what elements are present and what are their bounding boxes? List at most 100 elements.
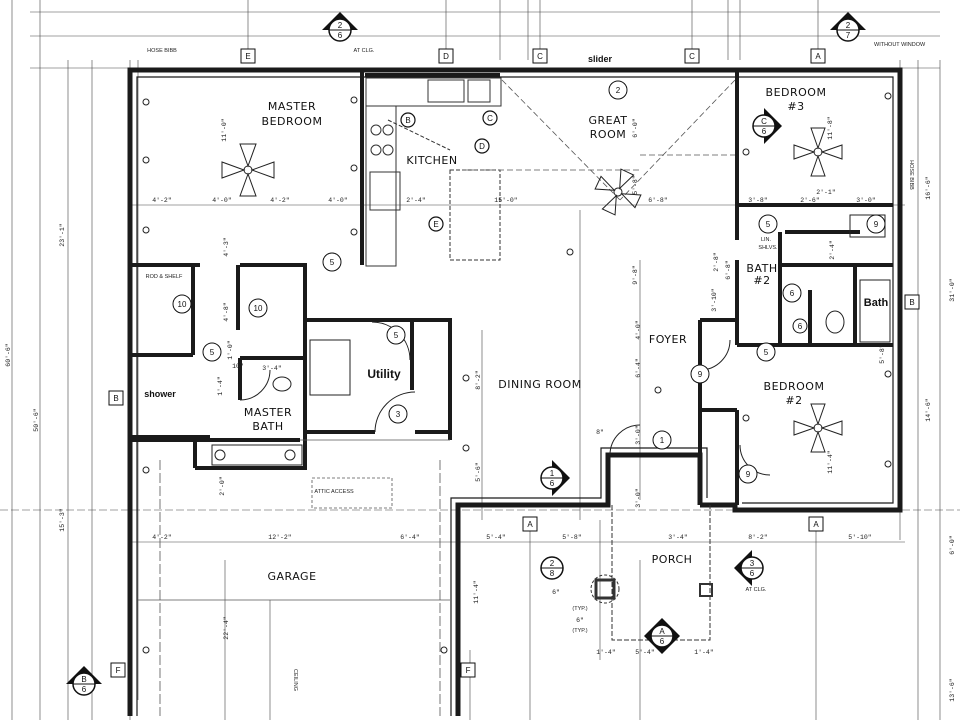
dimension-label: 4'-2" [152, 534, 172, 541]
dimension-label: 4'-0" [328, 197, 348, 204]
section-marker-top: 1 [550, 469, 555, 478]
outlet-markers [142, 92, 892, 654]
section-marker: B 6 [66, 666, 102, 696]
dimension-label: 23'-1" [59, 223, 66, 247]
room-label-garage: GARAGE [267, 570, 316, 583]
dimension-label: 5'-8" [879, 344, 886, 364]
dimension-label: 11'-4" [473, 580, 480, 604]
dimension-label: 10" [232, 363, 244, 370]
grid-label: F [116, 666, 121, 675]
dimension-label: 15'-0" [494, 197, 518, 204]
note-at-ceiling: AT CLG. [354, 48, 375, 54]
grid-label: F [466, 666, 471, 675]
door-tag: 5 [764, 348, 769, 357]
notes: HOSE BIBB HOSE BIBB AT CLG. AT CLG. WITH… [147, 42, 926, 691]
room-label-bath-2: BATH [746, 262, 777, 275]
dimension-label: 9'-8" [632, 265, 639, 285]
dimension-label: 2'-4" [829, 240, 836, 260]
dimension-label: 50'-6" [33, 408, 40, 432]
dimension-label: 3'-0" [856, 197, 876, 204]
ceiling-fan-icon [594, 168, 642, 216]
door-tag: 5 [394, 331, 399, 340]
section-marker-top: 2 [846, 21, 851, 30]
note-without-window: WITHOUT WINDOW [874, 42, 926, 48]
dimension-label: 5'-4" [635, 649, 655, 656]
dimension-label: 11'-0" [221, 118, 228, 142]
grid-label: A [813, 520, 819, 529]
garage-lines [138, 439, 450, 716]
dimension-label: 31'-0" [949, 278, 956, 302]
dimension-label: 8'-2" [748, 534, 768, 541]
dimension-label: 8'-2" [475, 370, 482, 390]
linen-shelves-label: SHLVS. [758, 245, 778, 251]
section-marker-bottom: 6 [750, 569, 755, 578]
dimension-label: 8" [596, 429, 604, 436]
section-marker: 2 8 [540, 556, 564, 580]
room-label-foyer: FOYER [649, 333, 687, 346]
dimension-label: 4'-8" [223, 302, 230, 322]
section-marker-bottom: 6 [338, 31, 343, 40]
grid-label: C [689, 52, 695, 61]
dimension-label: 15'-3" [59, 508, 66, 532]
kitchen-cabinets [365, 77, 502, 267]
room-label-great-room: GREAT [588, 114, 627, 127]
note-typical: (TYP.) [572, 606, 587, 612]
room-label-great-room: ROOM [590, 128, 626, 141]
door-tag: 9 [746, 470, 751, 479]
section-marker: 2 6 [322, 12, 358, 42]
room-label-bedroom-3: BEDROOM [766, 86, 827, 99]
section-marker-top: 3 [750, 559, 755, 568]
dimension-label: 16'-6" [925, 176, 932, 200]
section-marker-top: 2 [338, 21, 343, 30]
room-label-kitchen: KITCHEN [406, 154, 457, 167]
room-label-shower: shower [144, 389, 176, 399]
dimension-label: 11'-4" [827, 450, 834, 474]
elevation-tags: B C D E [400, 110, 498, 232]
dimension-label: 5'-8" [632, 175, 639, 195]
section-marker-bottom: 6 [660, 637, 665, 646]
section-marker: A 6 [644, 618, 680, 654]
dimension-label: 12'-2" [268, 534, 292, 541]
section-marker-bottom: 6 [82, 685, 87, 694]
dimension-label: 60'-6" [5, 343, 12, 367]
dimension-label: 5'-10" [848, 534, 872, 541]
dimension-label: 3'-4" [262, 365, 282, 372]
door-tag: 10 [178, 300, 187, 309]
dimension-label: 4'-3" [223, 237, 230, 257]
dimension-label: 2'-1" [816, 189, 836, 196]
section-marker: 2 7 [830, 12, 866, 42]
bath-fixtures [211, 214, 891, 466]
room-label-bedroom-2: #2 [785, 394, 802, 407]
room-labels: MASTER BEDROOM KITCHEN GREAT ROOM BEDROO… [144, 86, 888, 583]
dimension-label: 5'-8" [562, 534, 582, 541]
dimension-label: 4'-2" [270, 197, 290, 204]
dimension-label: 6'-8" [725, 260, 732, 280]
door-tags: 5 5 5 5 5 3 1 9 9 9 10 10 2 6 6 [172, 80, 886, 484]
door-tag: 10 [254, 304, 263, 313]
ceiling-fan-icon [793, 403, 843, 453]
interior-walls [132, 72, 893, 505]
section-marker-bottom: 7 [846, 31, 851, 40]
dimension-label: 6'-4" [635, 358, 642, 378]
room-label-rod-shelf: ROD & SHELF [146, 274, 183, 280]
room-label-bedroom-3: #3 [787, 100, 804, 113]
note-typical: (TYP.) [572, 628, 587, 634]
grid-labels: E D C C A B B A A F F [108, 48, 920, 678]
note-hose-bibb: HOSE BIBB [908, 160, 914, 190]
grid-label: D [443, 52, 449, 61]
section-markers: 2 6 2 7 1 6 2 8 3 6 A 6 B [66, 12, 866, 696]
dimension-label: 3'-0" [635, 425, 642, 445]
elevation-tag: B [405, 116, 410, 125]
grid-label: A [527, 520, 533, 529]
door-tag: 9 [874, 220, 879, 229]
dimension-label: 4'-0" [212, 197, 232, 204]
great-room-ceiling-lines [462, 79, 736, 201]
dimension-label: 4'-2" [152, 197, 172, 204]
section-marker-top: 2 [550, 559, 555, 568]
door-tag: 6 [790, 289, 795, 298]
door-tag: 2 [616, 86, 621, 95]
dimension-label: 1'-4" [694, 649, 714, 656]
grid-label: B [113, 394, 118, 403]
